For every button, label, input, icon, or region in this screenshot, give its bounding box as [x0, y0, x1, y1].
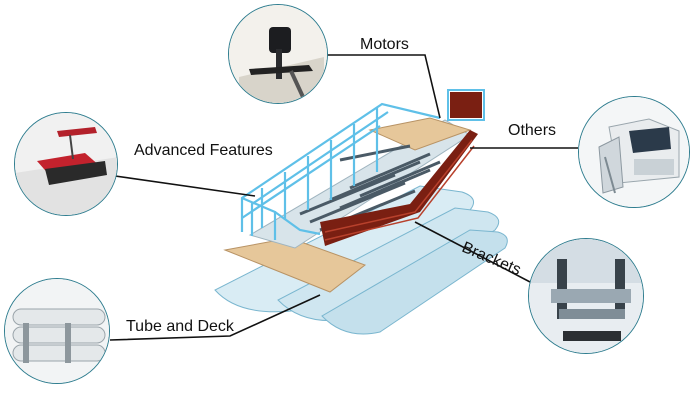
- pontoon-slide-icon: [579, 97, 689, 207]
- tube-and-deck-thumbnail: [4, 278, 110, 384]
- tube-and-deck-leader-line: [109, 294, 321, 341]
- pontoon-bracket-icon: [529, 239, 643, 353]
- brackets-leader-line: [414, 221, 533, 284]
- advanced-features-label: Advanced Features: [134, 142, 273, 159]
- motors-thumbnail: [228, 4, 328, 104]
- advanced-features-thumbnail: [14, 112, 118, 216]
- red-fence: [320, 89, 485, 246]
- motors-leader-line: [318, 54, 441, 119]
- brackets-thumbnail: [528, 238, 644, 354]
- tube-and-deck-label: Tube and Deck: [126, 318, 234, 335]
- motors-label: Motors: [360, 36, 409, 53]
- others-thumbnail: [578, 96, 690, 208]
- rail-frame: [240, 102, 441, 240]
- others-label: Others: [508, 122, 557, 139]
- deck-slats: [299, 144, 441, 232]
- outboard-motor-icon: [229, 5, 327, 103]
- boat-helm-seat-icon: [15, 113, 117, 215]
- leader-lines: [107, 54, 578, 341]
- stacked-pontoon-tubes-icon: [5, 279, 109, 383]
- advanced-features-leader-line: [107, 174, 256, 197]
